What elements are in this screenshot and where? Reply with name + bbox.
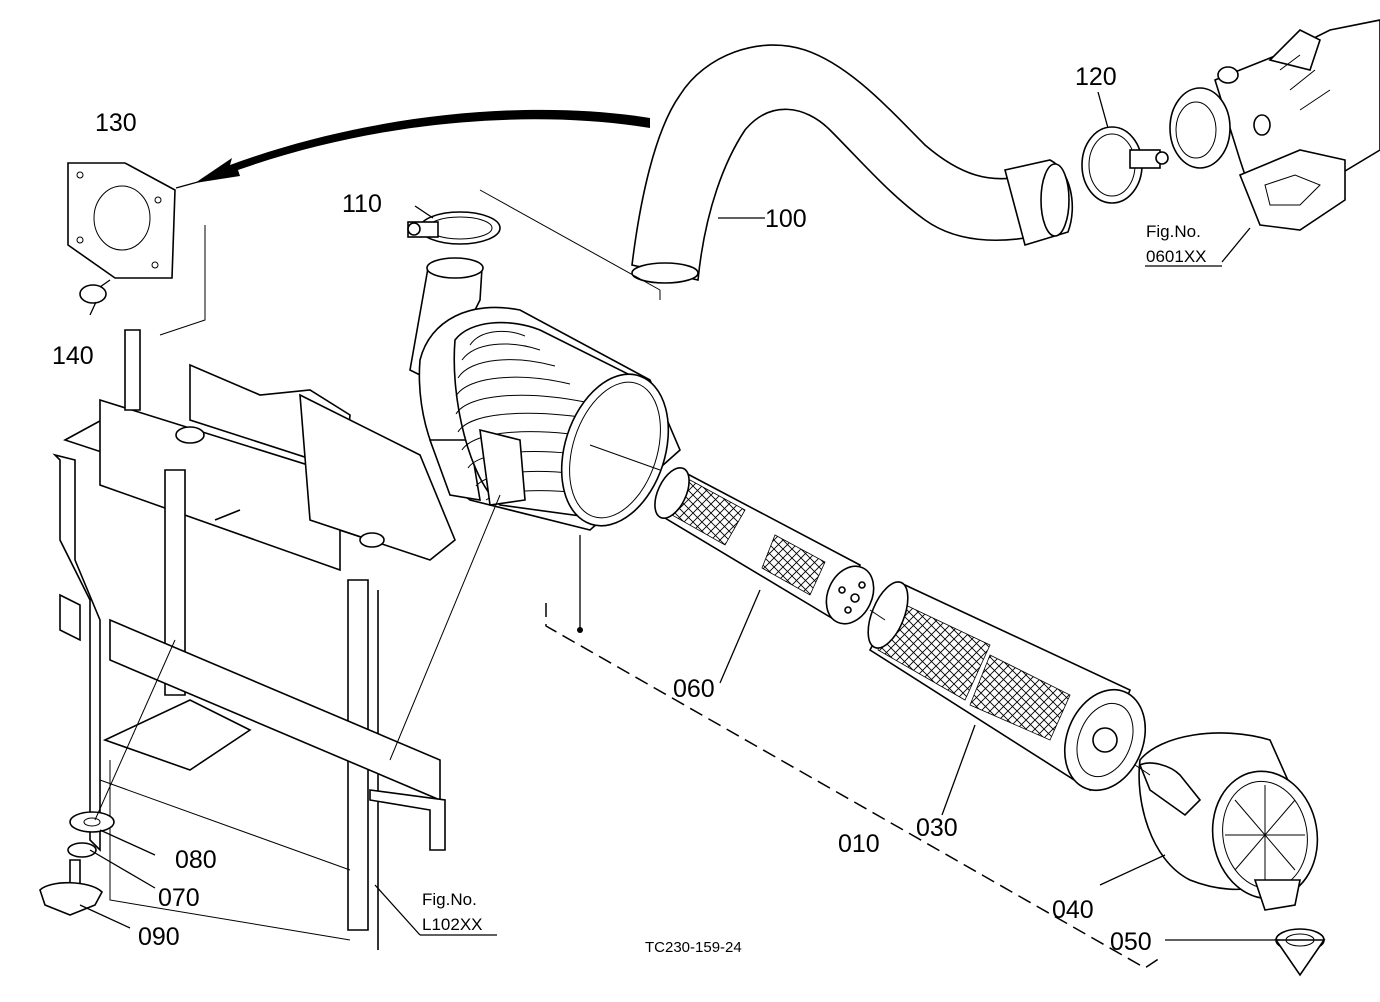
figure-reference-frame: Fig.No. L102XX	[422, 890, 483, 934]
washer-080	[69, 811, 115, 833]
evacuator-valve-050	[1274, 928, 1326, 977]
label-100: 100	[765, 205, 807, 233]
label-040: 040	[1052, 896, 1094, 924]
hose-clamp-110	[407, 211, 501, 245]
spring-washer-070	[67, 842, 97, 858]
knob-bolt-090	[39, 859, 103, 916]
label-140: 140	[52, 342, 94, 370]
label-050: 050	[1110, 928, 1152, 956]
label-030: 030	[916, 814, 958, 842]
figref-engine-line1: Fig.No.	[1146, 222, 1201, 241]
air-cleaner-body	[409, 257, 681, 531]
assembly-direction-arrow	[195, 109, 650, 183]
label-120: 120	[1075, 63, 1117, 91]
hose-clamp-120	[1081, 126, 1169, 204]
leader-lines	[79, 91, 1280, 969]
figref-engine-line2: 0601XX	[1146, 247, 1207, 266]
label-080: 080	[175, 846, 217, 874]
air-hose-100	[631, 44, 1074, 284]
label-090: 090	[138, 923, 180, 951]
label-110: 110	[342, 190, 382, 218]
figref-frame-line2: L102XX	[422, 915, 483, 934]
part-labels: 130 140 110 100 120 060 030 010 040 050 …	[52, 63, 1152, 956]
inner-filter-060	[654, 467, 875, 625]
dust-cover-040	[1138, 732, 1319, 911]
bolt-140	[79, 279, 111, 304]
bracket-plate-130	[67, 162, 176, 279]
engine-manifold	[1169, 19, 1380, 231]
outer-filter-030	[867, 581, 1147, 792]
label-130: 130	[95, 109, 137, 137]
label-060: 060	[673, 675, 715, 703]
figure-reference-engine: Fig.No. 0601XX	[1146, 222, 1207, 266]
radiator-frame	[52, 329, 456, 950]
label-070: 070	[158, 884, 200, 912]
figref-frame-line1: Fig.No.	[422, 890, 477, 909]
drawing-code: TC230-159-24	[645, 939, 742, 956]
label-010: 010	[838, 830, 880, 858]
